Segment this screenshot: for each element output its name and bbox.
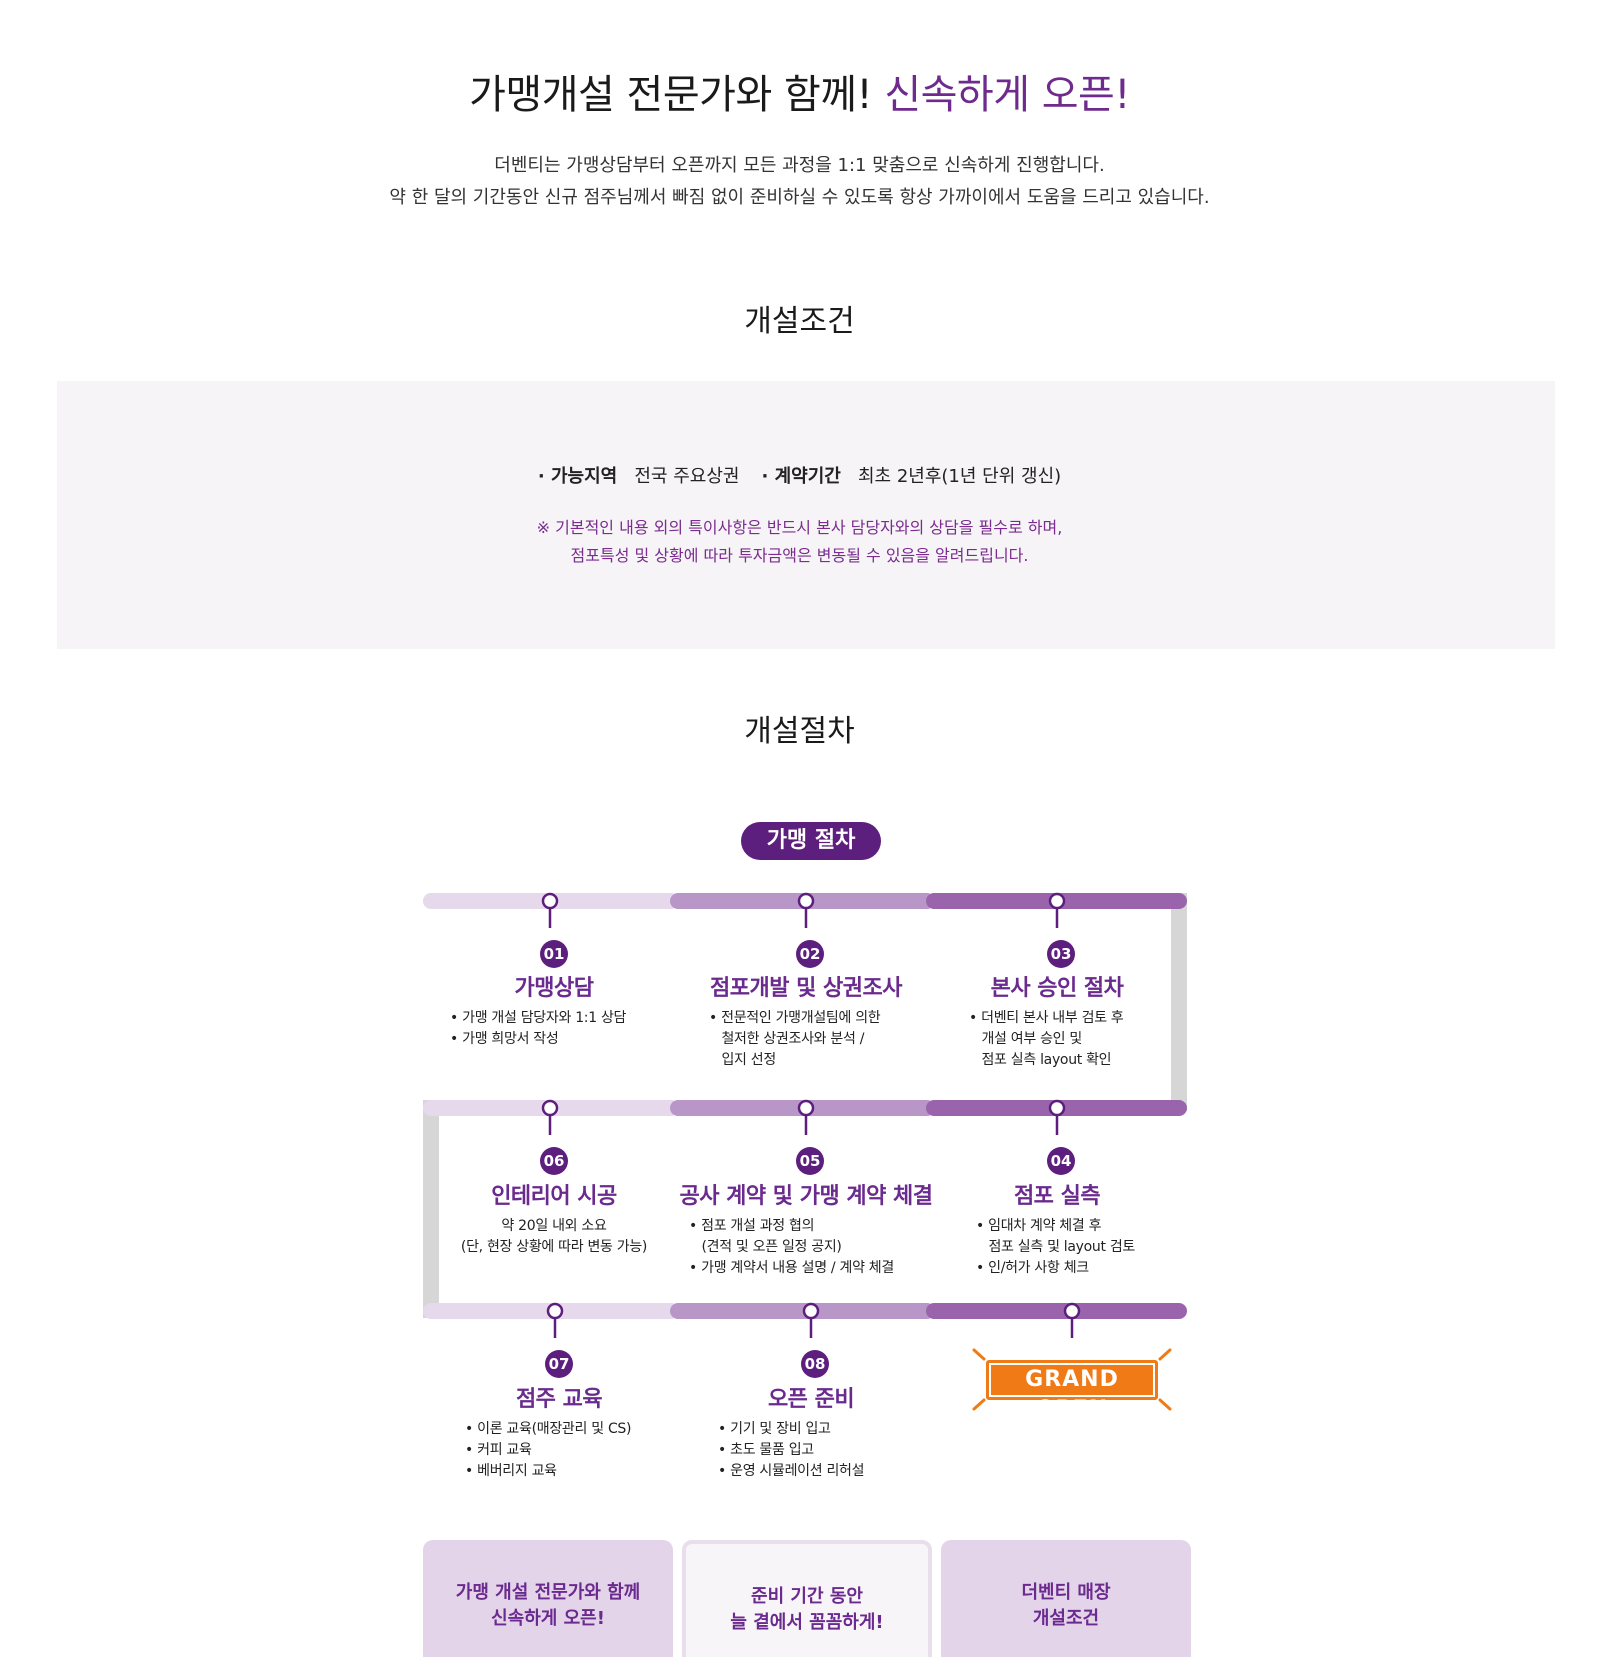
card-conditions[interactable]: 더벤티 매장 개설조건 [941,1540,1191,1657]
step-04-number-badge: 04 [1047,1147,1075,1175]
grand-open-badge: GRAND OPEN [986,1360,1158,1422]
conditions-note-line-2: 점포특성 및 상황에 따라 투자금액은 변동될 수 있음을 알려드립니다. [570,546,1029,565]
pin-07 [546,1302,564,1338]
hero-desc-line-2: 약 한 달의 기간동안 신규 점주님께서 빠짐 없이 준비하실 수 있도록 항상… [389,187,1210,208]
step-02-number-badge: 02 [796,940,824,968]
step-07-desc: • 이론 교육(매장관리 및 CS) • 커피 교육 • 베버리지 교육 [465,1421,632,1479]
pin-02 [797,892,815,928]
conditions-summary: · 가능지역 전국 주요상권 · 계약기간 최초 2년후(1년 단위 갱신) [0,462,1599,488]
track-row-1 [423,893,1187,909]
conditions-note-line-1: ※ 기본적인 내용 외의 특이사항은 반드시 본사 담당자와의 상담을 필수로 … [536,518,1063,537]
pin-06 [541,1099,559,1135]
pin-03 [1048,892,1066,928]
pin-05 [797,1099,815,1135]
step-01-number-badge: 01 [540,940,568,968]
procedure-title: 개설절차 [744,714,855,749]
step-03-desc: • 더벤티 본사 내부 검토 후 개설 여부 승인 및 점포 실측 layout… [969,1010,1124,1068]
conditions-box [57,381,1555,649]
pin-grand-open [1063,1302,1081,1338]
step-04-desc: • 임대차 계약 체결 후 점포 실측 및 layout 검토 • 인/허가 사… [976,1218,1135,1276]
step-06-number-badge: 06 [540,1147,568,1175]
step-06-title: 인테리어 시공 [491,1184,617,1209]
contract-label: · 계약기간 [761,466,841,487]
step-08-desc: • 기기 및 장비 입고 • 초도 물품 입고 • 운영 시뮬레이션 리허설 [718,1421,865,1479]
contract-value: 최초 2년후(1년 단위 갱신) [858,466,1062,487]
page-title: 가맹개설 전문가와 함께! 신속하게 오픈! [0,62,1599,120]
region-value: 전국 주요상권 [634,466,740,487]
card-preparation[interactable]: 준비 기간 동안 늘 곁에서 꼼꼼하게! [682,1540,932,1657]
hero-desc-line-1: 더벤티는 가맹상담부터 오픈까지 모든 과정을 1:1 맞춤으로 신속하게 진행… [494,155,1105,176]
step-03-title: 본사 승인 절차 [990,976,1124,1001]
track-row-2 [423,1100,1187,1116]
step-06-desc: 약 20일 내외 소요 (단, 현장 상황에 따라 변동 가능) [460,1218,648,1255]
track-row-3 [423,1303,1187,1319]
step-01-desc: • 가맹 개설 담당자와 1:1 상담 • 가맹 희망서 작성 [450,1010,627,1047]
step-03-number-badge: 03 [1047,940,1075,968]
connector-right [1171,893,1187,1111]
step-01-title: 가맹상담 [514,976,594,1001]
step-07-title: 점주 교육 [515,1387,603,1412]
step-04-title: 점포 실측 [1013,1184,1101,1209]
page-title-main: 가맹개설 전문가와 함께! [469,72,885,118]
step-05-number-badge: 05 [796,1147,824,1175]
step-08-number-badge: 08 [801,1350,829,1378]
pin-04 [1048,1099,1066,1135]
region-label: · 가능지역 [537,466,618,487]
step-05-title: 공사 계약 및 가맹 계약 체결 [679,1184,933,1209]
pin-08 [802,1302,820,1338]
grand-open-label: GRAND OPEN [991,1365,1153,1422]
step-05-desc: • 점포 개설 과정 협의 (견적 및 오픈 일정 공지) • 가맹 계약서 내… [689,1218,894,1276]
step-02-desc: • 전문적인 가맹개설팀에 의한 철저한 상권조사와 분석 / 입지 선정 [709,1010,881,1068]
step-07-number-badge: 07 [545,1350,573,1378]
step-02-title: 점포개발 및 상권조사 [710,976,902,1001]
page-title-accent: 신속하게 오픈! [884,72,1130,118]
procedure-pill: 가맹 절차 [741,822,881,860]
hero-description: 더벤티는 가맹상담부터 오픈까지 모든 과정을 1:1 맞춤으로 신속하게 진행… [0,150,1599,214]
conditions-title: 개설조건 [744,304,855,339]
pin-01 [541,892,559,928]
conditions-note: ※ 기본적인 내용 외의 특이사항은 반드시 본사 담당자와의 상담을 필수로 … [0,514,1599,570]
step-08-title: 오픈 준비 [767,1387,855,1412]
card-expert-open[interactable]: 가맹 개설 전문가와 함께 신속하게 오픈! [423,1540,673,1657]
